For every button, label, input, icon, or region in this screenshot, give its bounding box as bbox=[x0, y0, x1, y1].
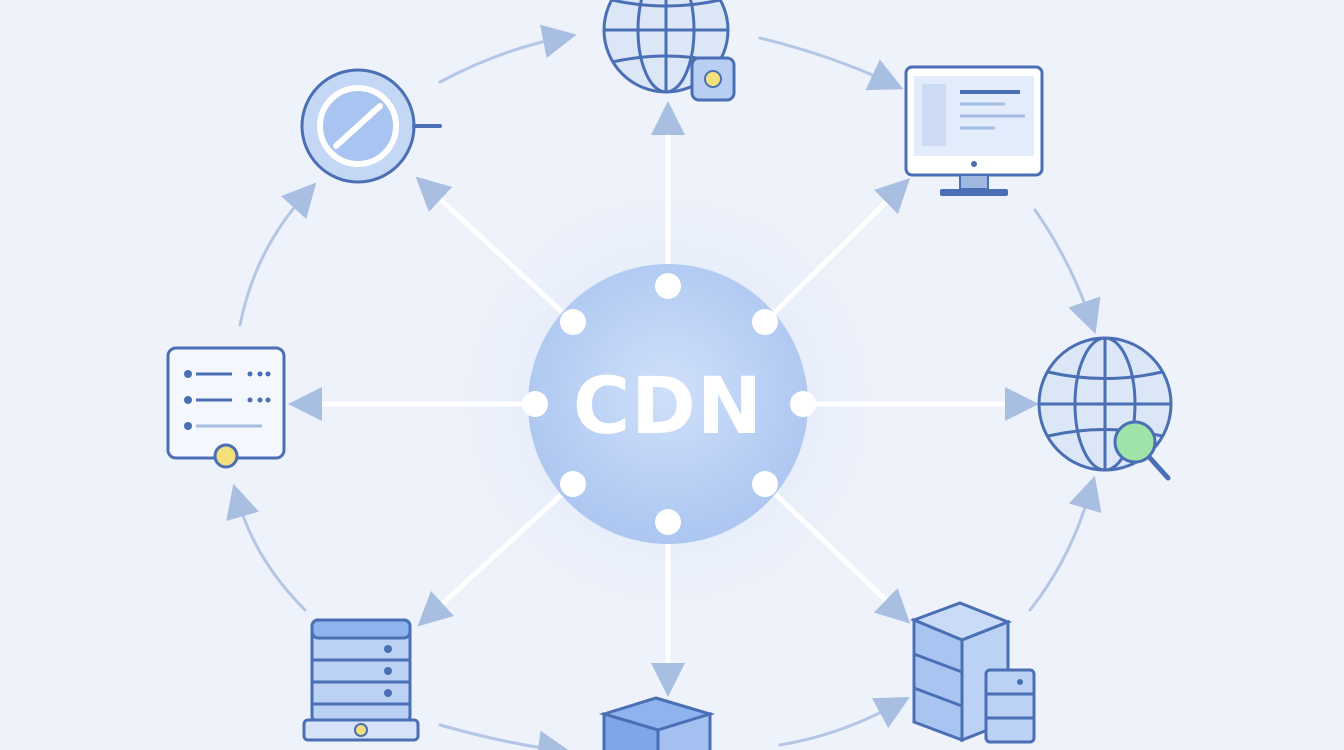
monitor-icon bbox=[904, 65, 1044, 196]
spoke-top-left bbox=[415, 176, 576, 325]
ring-arrow-bottomright-right bbox=[1028, 475, 1102, 612]
ring-arrow-bottom-bottomright bbox=[778, 696, 910, 747]
hub-circle bbox=[528, 264, 808, 544]
outer-ring-arrows bbox=[226, 24, 1102, 750]
ring-arrow-topleft-top bbox=[438, 24, 577, 84]
globe-search-icon bbox=[1037, 336, 1173, 481]
spoke-bottom-left bbox=[417, 481, 576, 627]
hub-spokes bbox=[288, 101, 1039, 697]
spoke-bottom-right bbox=[762, 481, 911, 624]
ring-arrow-left-topleft bbox=[238, 182, 317, 327]
config-panel-icon bbox=[166, 346, 286, 469]
ring-arrow-top-topright bbox=[758, 36, 904, 91]
hub-label: CDN bbox=[573, 362, 763, 452]
spoke-top-right bbox=[762, 178, 911, 325]
storage-box-icon bbox=[598, 696, 716, 750]
cdn-hub: CDN bbox=[522, 264, 816, 544]
ring-arrow-bottomleft-left bbox=[226, 483, 307, 612]
blocked-circle-icon bbox=[300, 68, 442, 184]
server-stack-icon bbox=[909, 601, 1036, 744]
hub-connector-dots bbox=[522, 273, 816, 535]
server-rack-icon bbox=[302, 618, 420, 742]
ring-arrow-topright-right bbox=[1033, 208, 1101, 335]
ring-arrow-bottomleft-bottom bbox=[438, 723, 572, 750]
globe-lock-icon bbox=[602, 0, 736, 102]
